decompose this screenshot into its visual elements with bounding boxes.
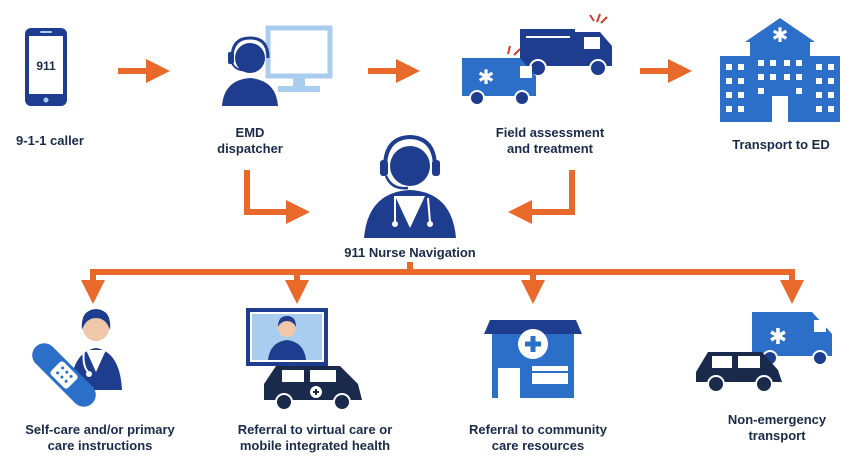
phone-911-text: 911 — [36, 59, 56, 73]
bandage-doctor-icon — [32, 309, 122, 407]
dispatcher-icon — [222, 25, 333, 106]
clinic-icon — [484, 320, 582, 398]
telehealth-car-icon — [246, 308, 362, 411]
caller-label: 9-1-1 caller — [16, 133, 84, 148]
phone-icon: 911 — [25, 28, 67, 106]
outcome-label-virtual: Referral to virtual care or mobile integ… — [237, 422, 393, 453]
hospital-icon: ✱ — [720, 18, 840, 122]
outcome-label-community: Referral to community care resources — [469, 422, 607, 453]
transport-ed-label: Transport to ED — [732, 137, 830, 152]
arrow-field-to-nurse — [508, 170, 575, 224]
svg-text:✱: ✱ — [772, 23, 789, 47]
arrow-dispatcher-to-nurse — [244, 170, 310, 224]
ambulance-car-icon: ✱ — [696, 312, 832, 393]
field-label: Field assessment and treatment — [495, 125, 605, 156]
dispatcher-label: EMD dispatcher — [217, 125, 283, 156]
outcome-label-nonemergency: Non-emergency transport — [727, 412, 827, 443]
distribution-line — [90, 262, 795, 275]
ambulance-firetruck-icon: ✱ — [462, 13, 612, 106]
nurse-navigation-label: 911 Nurse Navigation — [344, 245, 476, 260]
outcome-label-selfcare: Self-care and/or primary care instructio… — [25, 422, 175, 453]
svg-text:✱: ✱ — [478, 65, 495, 89]
svg-text:✱: ✱ — [769, 325, 787, 350]
nurse-navigator-icon — [364, 134, 456, 238]
